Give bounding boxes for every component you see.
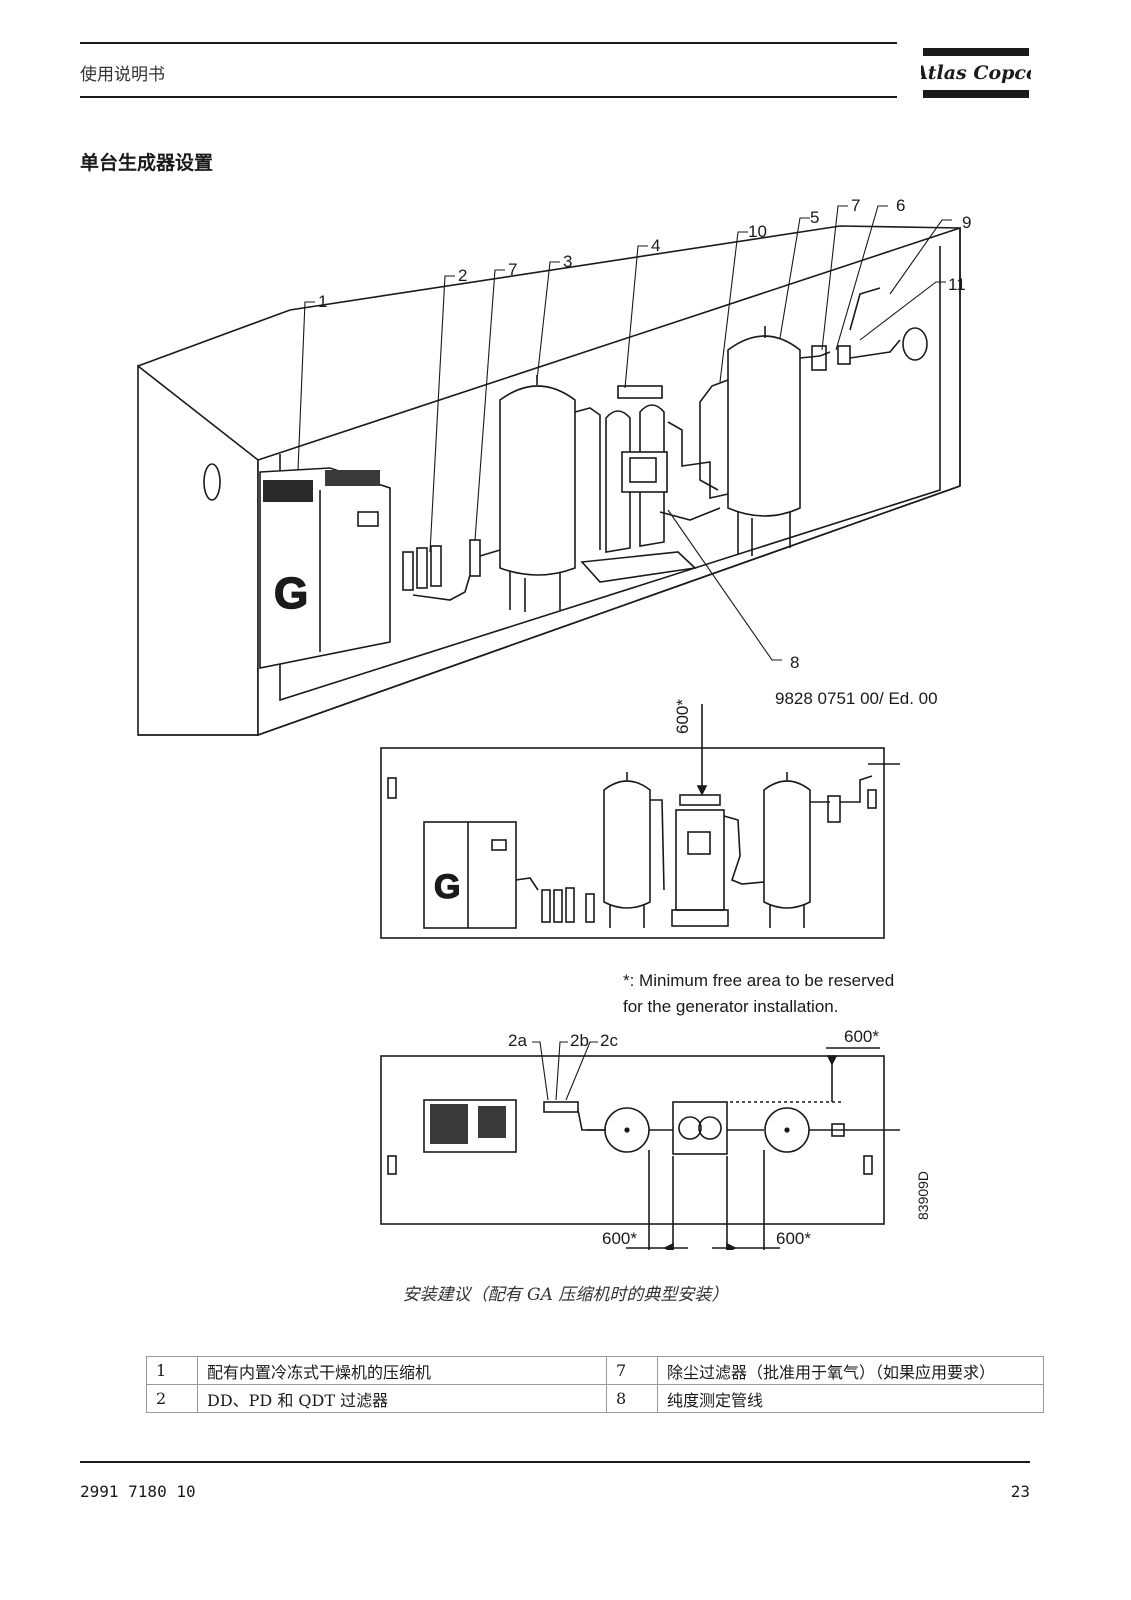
- svg-text:G: G: [274, 569, 308, 618]
- legend-row: 1 配有内置冷冻式干燥机的压缩机 7 除尘过滤器（批准用于氧气）（如果应用要求）: [146, 1356, 1044, 1385]
- legend-table: 1 配有内置冷冻式干燥机的压缩机 7 除尘过滤器（批准用于氧气）（如果应用要求）…: [146, 1356, 1044, 1413]
- figure-id: 83909D: [915, 1171, 931, 1220]
- section-title: 单台生成器设置: [80, 152, 214, 174]
- header-rule-top: [80, 42, 897, 44]
- dim-label-plan-left: 600*: [602, 1229, 637, 1248]
- header-rule-bottom: [80, 96, 897, 98]
- receiver-tank-right: [699, 287, 928, 556]
- compressor-iso: G: [259, 467, 391, 669]
- callout-2: 2: [458, 266, 467, 285]
- callout-6: 6: [896, 196, 905, 215]
- installation-drawing: G: [137, 196, 971, 1250]
- callout-7b: 7: [851, 196, 860, 215]
- legend-row: 2 DD、PD 和 QDT 过滤器 8 纯度测定管线: [146, 1384, 1044, 1413]
- callout-leaders: [297, 205, 952, 661]
- legend-number: 7: [606, 1356, 658, 1385]
- brand-wordmark: Atlas Copco: [921, 62, 1031, 84]
- callout-2a: 2a: [508, 1031, 527, 1050]
- front-clearance-dimension: 600*: [673, 699, 708, 796]
- callout-9: 9: [962, 213, 971, 232]
- plan-view: [380, 1055, 900, 1225]
- legend-text: 除尘过滤器（批准用于氧气）（如果应用要求）: [657, 1356, 1044, 1385]
- callout-10: 10: [748, 222, 767, 241]
- figure-caption: 安装建议（配有 GA 压缩机时的典型安装）: [402, 1285, 729, 1305]
- legend-text: DD、PD 和 QDT 过滤器: [197, 1384, 607, 1413]
- dim-label-plan-top: 600*: [844, 1027, 879, 1046]
- callout-1: 1: [318, 292, 327, 311]
- svg-text:G: G: [434, 868, 460, 906]
- receiver-tank-left: [499, 375, 601, 612]
- callout-5: 5: [810, 208, 819, 227]
- page-number: 23: [1010, 1482, 1030, 1501]
- callout-4: 4: [651, 236, 660, 255]
- legend-text: 配有内置冷冻式干燥机的压缩机: [197, 1356, 607, 1385]
- front-elevation: G: [380, 747, 900, 939]
- footer-rule: [80, 1461, 1030, 1463]
- callout-3: 3: [563, 252, 572, 271]
- legend-text: 纯度测定管线: [657, 1384, 1044, 1413]
- callout-2c: 2c: [600, 1031, 618, 1050]
- drawing-code: 9828 0751 00/ Ed. 00: [775, 689, 938, 708]
- plan-dimension-bottom: 600* 600*: [602, 1150, 811, 1250]
- legend-number: 8: [606, 1384, 658, 1413]
- note-line-2: for the generator installation.: [623, 997, 838, 1016]
- nitrogen-generator-iso: [580, 385, 729, 583]
- callout-numbers: 1 2 7 3 4 10 5 7 6 9 11 8: [318, 196, 971, 672]
- document-title: 使用说明书: [80, 65, 165, 85]
- dim-label-front: 600*: [673, 699, 692, 734]
- plan-dimension-top: 600*: [730, 1027, 880, 1103]
- plan-callouts: [532, 1041, 598, 1101]
- legend-number: 2: [146, 1384, 198, 1413]
- document-number: 2991 7180 10: [80, 1482, 196, 1501]
- atlas-copco-logo: Atlas Copco: [921, 48, 1031, 98]
- callout-8: 8: [790, 653, 799, 672]
- legend-number: 1: [146, 1356, 198, 1385]
- callout-11: 11: [948, 275, 966, 294]
- dim-label-plan-right: 600*: [776, 1229, 811, 1248]
- note-line-1: *: Minimum free area to be reserved: [623, 971, 894, 990]
- callout-2b: 2b: [570, 1031, 589, 1050]
- callout-7a: 7: [508, 260, 517, 279]
